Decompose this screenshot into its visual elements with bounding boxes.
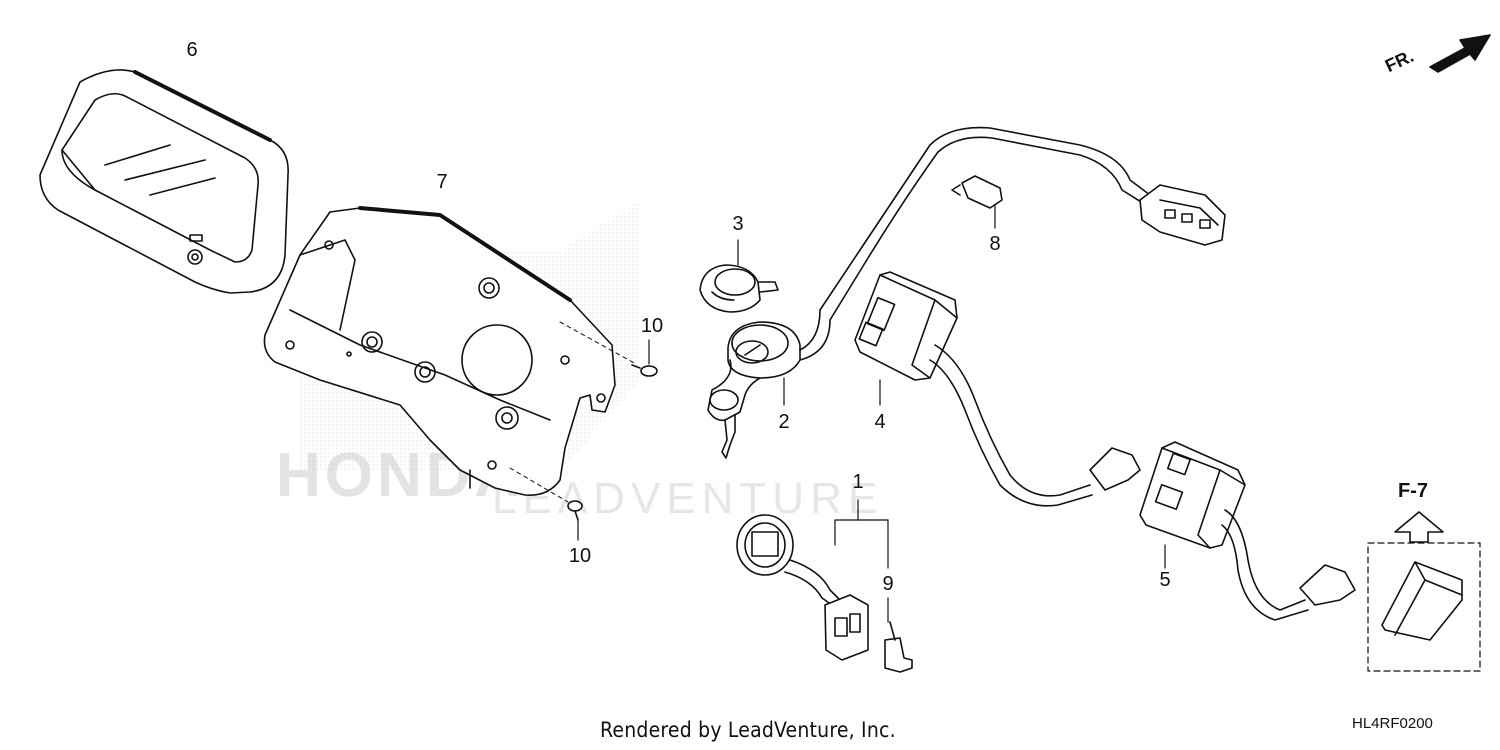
reference-box-f7 [1367, 511, 1481, 672]
callout-10-upper[interactable]: 10 [640, 315, 664, 337]
part-8-clip[interactable] [951, 175, 1003, 229]
part-9-clamp[interactable] [884, 621, 913, 673]
callout-9[interactable]: 9 [882, 573, 894, 595]
footer-credit: Rendered by LeadVenture, Inc. [600, 718, 896, 742]
reference-label-f7[interactable]: F-7 [1398, 480, 1428, 502]
callout-7[interactable]: 7 [436, 171, 448, 193]
callout-1[interactable]: 1 [852, 471, 864, 493]
front-direction-arrow [1429, 34, 1491, 73]
callout-10-lower[interactable]: 10 [568, 545, 592, 567]
callout-5[interactable]: 5 [1159, 569, 1171, 591]
part-2-ignition-switch[interactable] [707, 126, 1151, 459]
callout-2[interactable]: 2 [778, 411, 790, 433]
callout-3[interactable]: 3 [732, 213, 744, 235]
part-4-switch[interactable] [854, 271, 1141, 507]
part-10-screw-upper[interactable] [559, 321, 658, 377]
part-1-accessory-socket[interactable] [736, 514, 869, 661]
callout-8[interactable]: 8 [989, 233, 1001, 255]
part-6-meter-display[interactable] [39, 69, 289, 294]
callout-4[interactable]: 4 [874, 411, 886, 433]
diagram-code: HL4RF0200 [1352, 715, 1433, 732]
part-3-key-cap[interactable] [699, 239, 779, 313]
part-5-switch[interactable] [1139, 441, 1356, 621]
harness-connector-main[interactable] [1139, 184, 1226, 246]
part-7-meter-case[interactable] [263, 206, 616, 497]
callout-6[interactable]: 6 [186, 39, 198, 61]
callout-leader-1-9 [834, 499, 889, 623]
part-10-screw-lower[interactable] [509, 467, 583, 541]
